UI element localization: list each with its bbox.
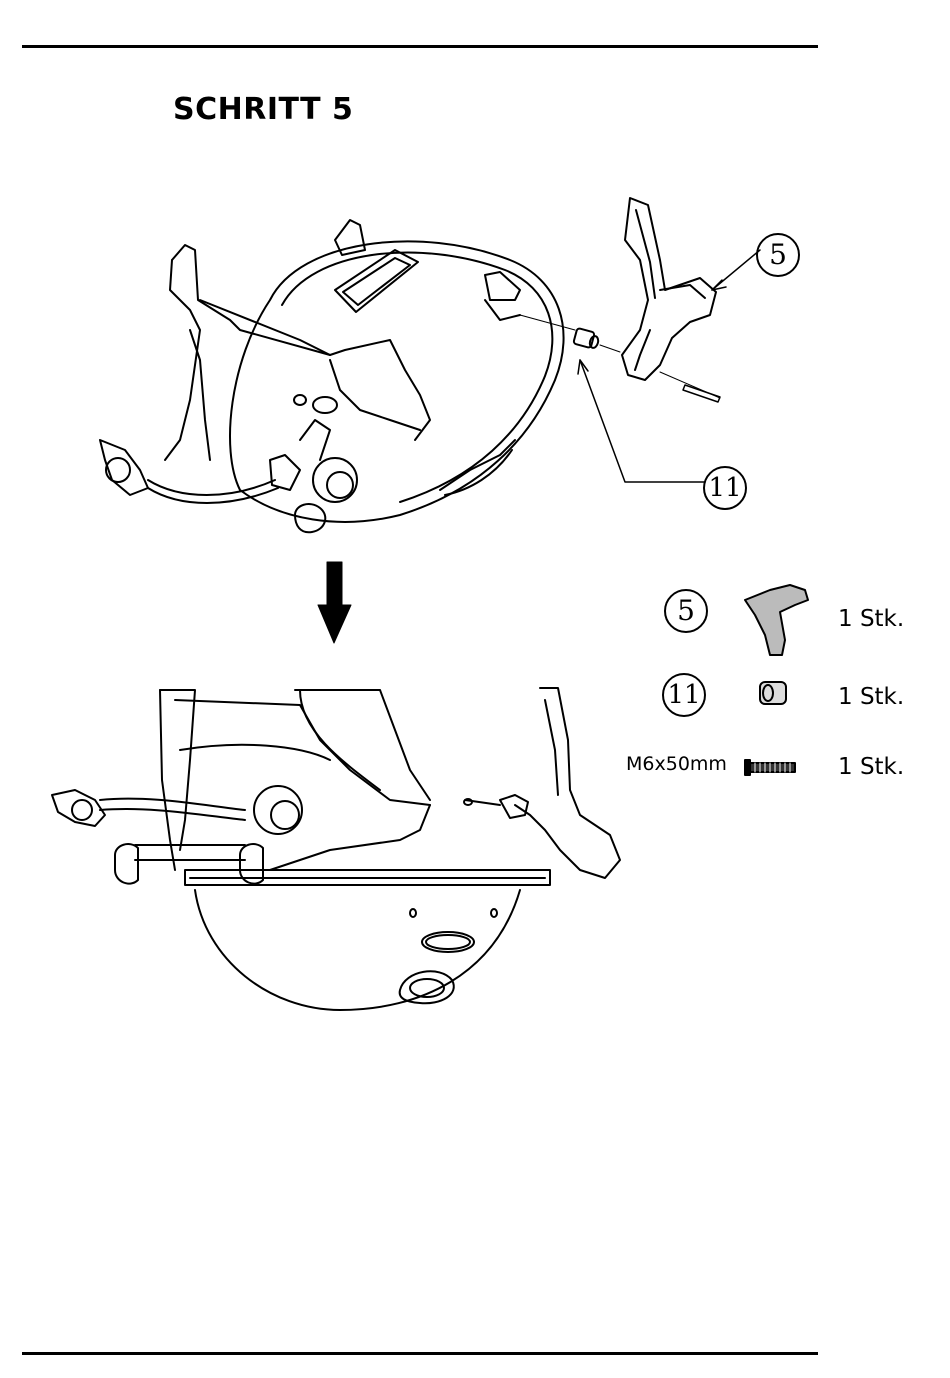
parts-list-screw-label: M6x50mm <box>626 753 727 775</box>
grill-before-assembly <box>100 220 564 532</box>
spacer-icon <box>760 682 786 704</box>
grill-after-assembly <box>52 688 620 1010</box>
parts-list-quantity-11: 1 Stk. <box>838 684 904 710</box>
handle-icon <box>745 585 808 655</box>
parts-list-quantity-5: 1 Stk. <box>838 606 904 632</box>
callout-part-11: 11 <box>703 466 747 510</box>
down-arrow-icon <box>318 562 351 643</box>
exploded-parts <box>520 198 760 482</box>
parts-list-number-5: 5 <box>664 589 708 633</box>
screw-icon <box>745 760 795 775</box>
callout-part-5: 5 <box>756 233 800 277</box>
parts-list-number-11: 11 <box>662 673 706 717</box>
bottom-rule <box>22 1352 818 1355</box>
parts-list-quantity-screw: 1 Stk. <box>838 754 904 780</box>
